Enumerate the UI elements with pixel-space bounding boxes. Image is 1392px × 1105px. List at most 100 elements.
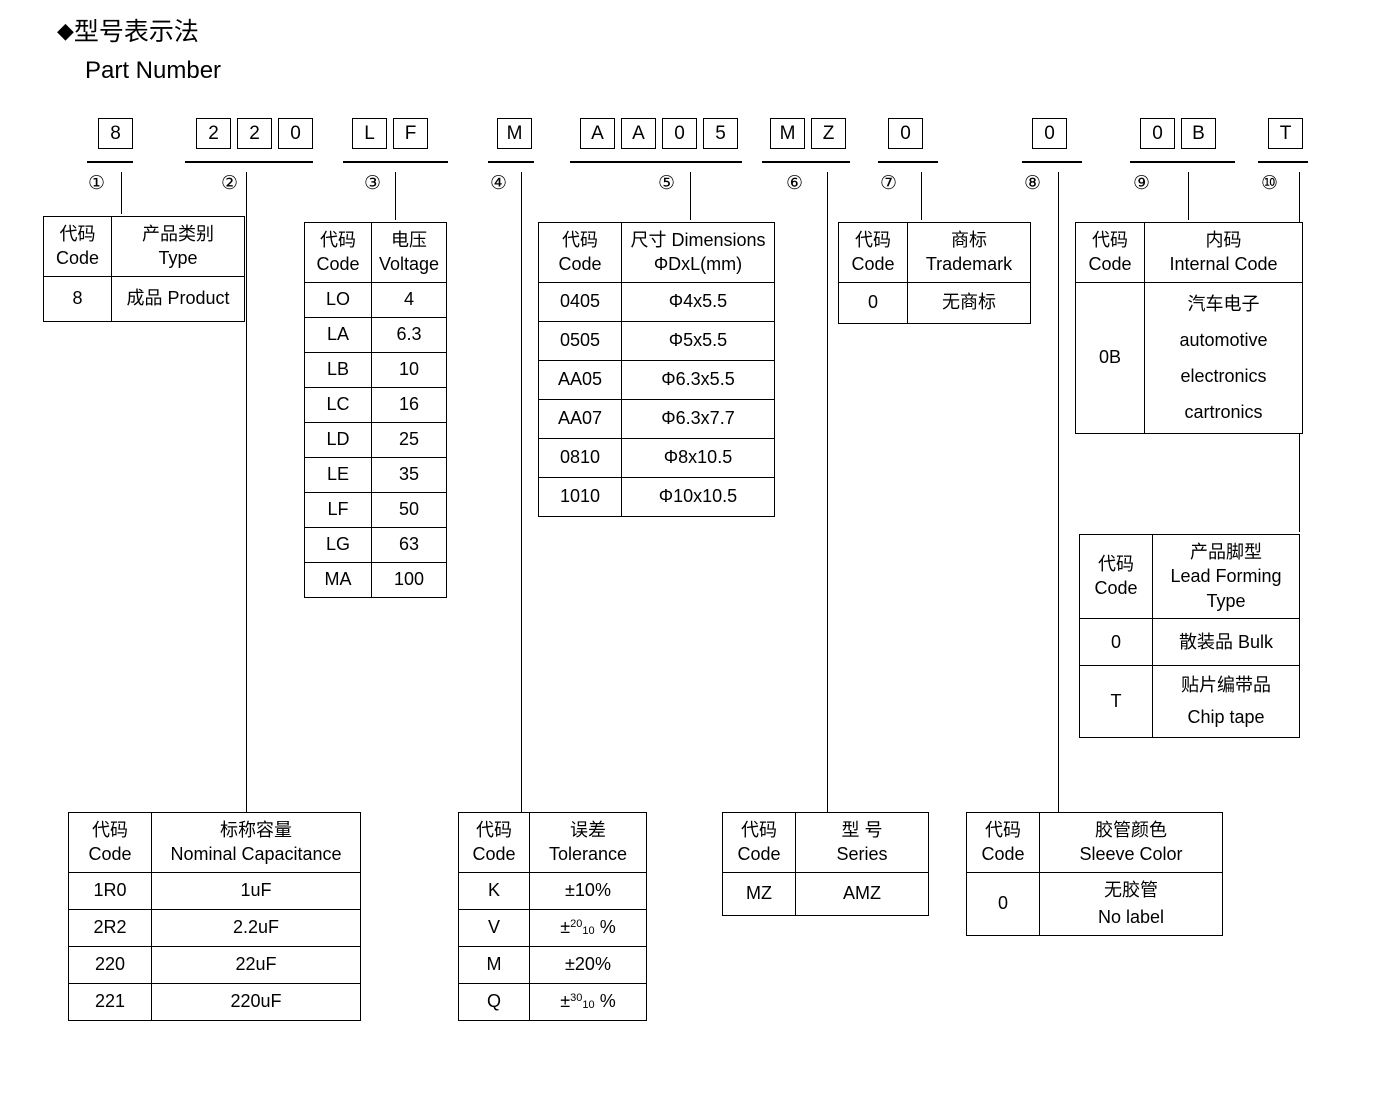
internal-header-value: 内码 Internal Code [1144, 222, 1303, 283]
table-row: K ±10% [458, 871, 647, 910]
connector-line-9 [1188, 172, 1189, 220]
voltage-header-code-en: Code [316, 254, 360, 275]
voltage-value: 16 [371, 386, 447, 423]
tolerance-header-code-cn: 代码 [476, 820, 512, 840]
marker-bar-3 [343, 161, 448, 163]
code-char-9-1[interactable]: 0 [1140, 118, 1175, 149]
dimensions-value: Φ6.3x5.5 [621, 359, 775, 400]
table-row: 代码 Code 胶管颜色 Sleeve Color [966, 812, 1223, 873]
connector-line-8 [1058, 172, 1059, 812]
tolerance-range: ±2010 % [560, 917, 615, 937]
series-header-value-cn: 型 号 [841, 820, 883, 840]
code-char-5-1[interactable]: A [580, 118, 615, 149]
code-char-3-2[interactable]: F [393, 118, 428, 149]
type-header-value-en: Type [158, 248, 198, 269]
marker-bar-8 [1022, 161, 1082, 163]
dimensions-value: Φ6.3x7.7 [621, 398, 775, 439]
code-char-3-1[interactable]: L [352, 118, 387, 149]
code-char-5-3[interactable]: 0 [662, 118, 697, 149]
lead-value: 贴片编带品 Chip tape [1152, 664, 1300, 738]
page-title-en: Part Number [85, 57, 222, 84]
tolerance-range: ±3010 % [560, 991, 615, 1011]
marker-bar-7 [878, 161, 938, 163]
type-header-value-cn: 产品类别 [142, 224, 214, 244]
trademark-header-code-en: Code [851, 254, 895, 275]
dimensions-value: Φ4x5.5 [621, 281, 775, 322]
code-char-1-1[interactable]: 8 [98, 118, 133, 149]
marker-bar-4 [488, 161, 534, 163]
table-row: V ±2010 % [458, 908, 647, 947]
tolerance-code: V [458, 908, 530, 947]
capacitance-code: 221 [68, 982, 152, 1021]
code-char-5-2[interactable]: A [621, 118, 656, 149]
code-char-7-1[interactable]: 0 [888, 118, 923, 149]
capacitance-header-value-en: Nominal Capacitance [170, 844, 342, 865]
voltage-code: LA [304, 316, 372, 353]
code-char-9-2[interactable]: B [1181, 118, 1216, 149]
code-char-2-1[interactable]: 2 [196, 118, 231, 149]
sleeve-header-value-en: Sleeve Color [1079, 844, 1183, 865]
lead-code: T [1079, 664, 1153, 738]
table-row: M ±20% [458, 945, 647, 984]
capacitance-header-code: 代码 Code [68, 812, 152, 873]
code-char-5-4[interactable]: 5 [703, 118, 738, 149]
voltage-value: 25 [371, 421, 447, 458]
dimensions-code: 0810 [538, 437, 622, 478]
sleeve-value: 无胶管 No label [1039, 871, 1223, 936]
code-char-4-1[interactable]: M [497, 118, 532, 149]
page-title: ◆型号表示法 Part Number [57, 20, 221, 83]
tolerance-header-value-en: Tolerance [548, 844, 628, 865]
code-char-6-2[interactable]: Z [811, 118, 846, 149]
connector-line-4 [521, 172, 522, 812]
connector-line-1 [121, 172, 122, 214]
tolerance-value: ±3010 % [529, 982, 647, 1021]
code-char-2-3[interactable]: 0 [278, 118, 313, 149]
marker-number-1: ① [88, 173, 106, 194]
tolerance-header-code: 代码 Code [458, 812, 530, 873]
code-char-6-1[interactable]: M [770, 118, 805, 149]
internal-header-code: 代码 Code [1075, 222, 1145, 283]
tolerance-lower: 10 [582, 999, 595, 1012]
code-char-10-1[interactable]: T [1268, 118, 1303, 149]
trademark-header-value-en: Trademark [925, 254, 1013, 275]
lead-header-code-cn: 代码 [1098, 554, 1134, 575]
lead-header-value-en1: Lead Forming [1170, 566, 1282, 587]
dimensions-code: AA05 [538, 359, 622, 400]
dimensions-header-code-cn: 代码 [562, 230, 598, 250]
table-row: 0 散装品 Bulk [1079, 617, 1300, 666]
lead-header-code-en: Code [1094, 578, 1138, 599]
sleeve-header-code-cn: 代码 [985, 820, 1021, 840]
tolerance-header-value: 误差 Tolerance [529, 812, 647, 873]
type-header-code: 代码 Code [43, 216, 112, 277]
table-row: 0B 汽车电子 automotive electronics cartronic… [1075, 281, 1303, 434]
page-title-cn-text: 型号表示法 [73, 18, 199, 46]
internal-header-code-en: Code [1088, 254, 1132, 275]
table-trademark: 代码 Code 商标 Trademark 0 无商标 [838, 222, 1031, 324]
marker-number-9: ⑨ [1133, 173, 1151, 194]
sleeve-code: 0 [966, 871, 1040, 936]
voltage-code: MA [304, 561, 372, 598]
type-row-code: 8 [43, 275, 112, 322]
series-header-value: 型 号 Series [795, 812, 929, 873]
table-series: 代码 Code 型 号 Series MZ AMZ [722, 812, 929, 916]
sleeve-header-code-en: Code [981, 844, 1025, 865]
marker-number-3: ③ [364, 173, 382, 194]
connector-line-5 [690, 172, 691, 220]
internal-code-line1: 汽车电子 [1187, 293, 1260, 314]
code-char-2-2[interactable]: 2 [237, 118, 272, 149]
tolerance-unit: % [599, 917, 616, 938]
code-char-8-1[interactable]: 0 [1032, 118, 1067, 149]
diamond-bullet-icon: ◆ [57, 18, 74, 43]
series-header-value-en: Series [836, 844, 888, 865]
